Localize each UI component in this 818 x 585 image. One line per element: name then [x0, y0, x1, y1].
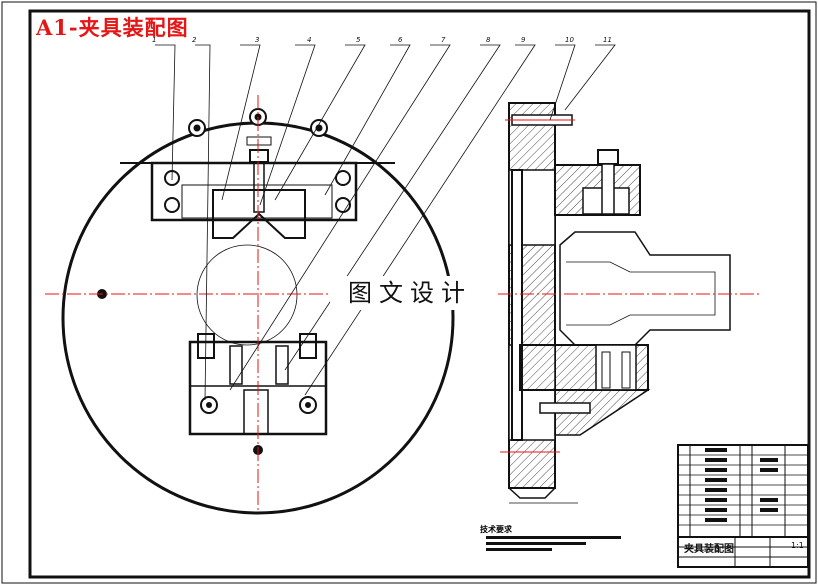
- callout-9: 9: [521, 36, 526, 44]
- callout-8: 8: [486, 36, 491, 44]
- callout-11: 11: [603, 36, 612, 44]
- watermark-text: 图文设计: [330, 276, 490, 310]
- title-block: [677, 444, 809, 568]
- callout-2: 2: [192, 36, 197, 44]
- callout-3: 3: [255, 36, 260, 44]
- callout-10: 10: [565, 36, 574, 44]
- inner-frame: [28, 9, 811, 579]
- callout-4: 4: [307, 36, 312, 44]
- workpiece-bore-circle: [196, 244, 298, 346]
- callout-1: 1: [152, 36, 157, 44]
- drawing-title-tag: A1-夹具装配图: [36, 15, 189, 40]
- upper-clamp-block: [150, 136, 358, 239]
- plate-view: [45, 95, 470, 515]
- tech-notes-lines: [486, 536, 621, 551]
- section-view: [498, 102, 760, 504]
- title-block-scale: 1:1: [791, 541, 804, 550]
- callout-6: 6: [398, 36, 403, 44]
- callout-5: 5: [356, 36, 361, 44]
- title-block-drawing-name: 夹具装配图: [684, 544, 734, 555]
- callout-7: 7: [441, 36, 446, 44]
- tech-requirements-label: 技术要求: [480, 525, 512, 534]
